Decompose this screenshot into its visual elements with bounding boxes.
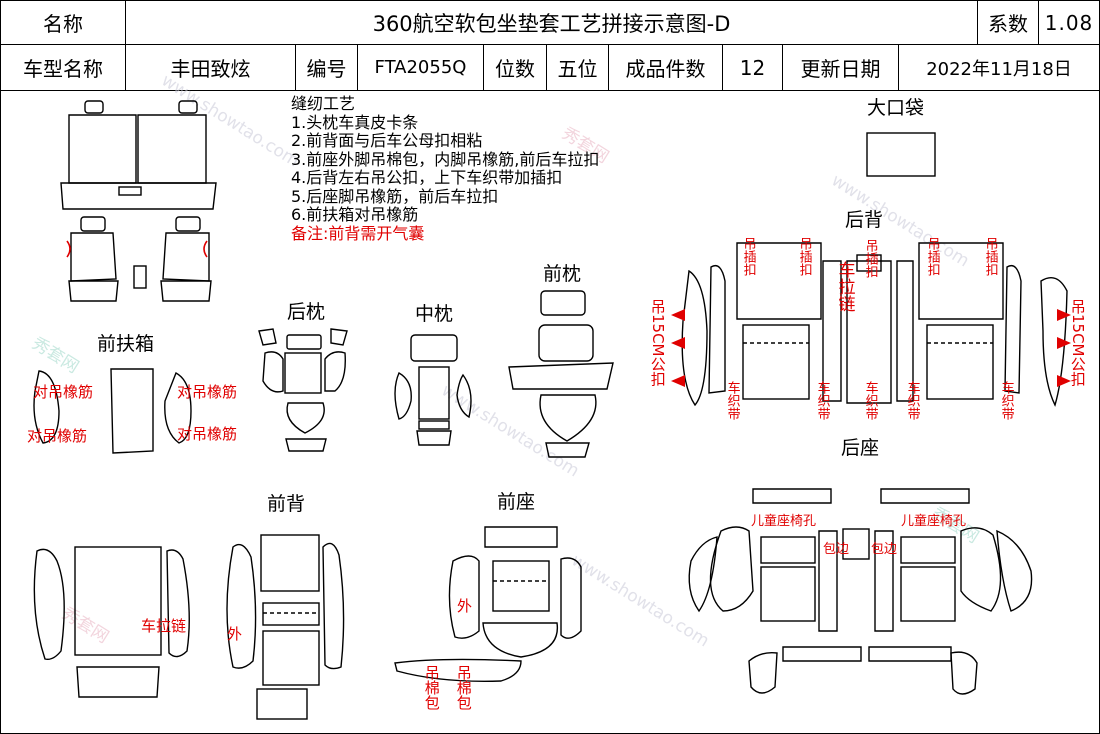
date-label: 更新日期: [783, 45, 899, 90]
rear-pillow-pieces: [258, 328, 348, 452]
note-hang-cotton: 吊棉包: [454, 665, 473, 710]
pieces-label: 成品件数: [609, 45, 723, 90]
note-hang-insert: 吊插扣: [740, 237, 756, 276]
label-rear-back: 后背: [845, 209, 884, 231]
note-pull-zipper: 车拉链: [834, 261, 855, 312]
pieces-value: 12: [723, 45, 783, 90]
craft-step: 3.前座外脚吊棉包，内脚吊橡筋,前后车拉扣: [291, 149, 600, 169]
sheet-title: 360航空软包坐垫套工艺拼接示意图-D: [126, 1, 978, 44]
label-front-seat: 前座: [497, 491, 536, 513]
note-webbing: 车织带: [814, 381, 830, 420]
front-seat-pieces: [394, 526, 582, 682]
coef-label: 系数: [978, 1, 1039, 44]
front-armrest-pieces: [33, 368, 192, 454]
note-male-buckle: 吊15CM公扣: [1068, 299, 1087, 387]
rear-back-pieces: [681, 242, 1068, 407]
label-big-pocket: 大口袋: [867, 97, 925, 119]
sewing-process: 缝纫工艺 1.头枕车真皮卡条 2.前背面与后车公母扣相粘 3.前座外脚吊棉包，内…: [291, 94, 600, 243]
pattern-drawing: [33, 100, 1071, 720]
rear-seat-pieces: [688, 488, 1033, 695]
date-value: 2022年11月18日: [926, 58, 1072, 80]
note-elastic: 对吊橡筋: [177, 383, 238, 401]
note-hang-insert: 吊插扣: [924, 237, 940, 276]
seats-value: 五位: [547, 45, 609, 90]
arrow-marks: [671, 309, 1071, 387]
header-row-1: 名称 360航空软包坐垫套工艺拼接示意图-D 系数 1.08: [1, 1, 1099, 45]
header-row-2: 车型名称 丰田致炫 编号 FTA2055Q 位数 五位 成品件数 12 更新日期…: [1, 45, 1099, 91]
seats-label: 位数: [484, 45, 547, 90]
coef-value: 1.08: [1044, 10, 1094, 35]
front-back-pieces: [33, 534, 345, 720]
craft-note: 备注:前背需开气囊: [291, 223, 425, 243]
note-elastic: 对吊橡筋: [177, 425, 238, 443]
note-elastic: 对吊橡筋: [33, 383, 94, 401]
note-webbing: 车织带: [904, 381, 920, 420]
note-outer: 外: [227, 625, 243, 643]
note-child-seat-hole: 儿童座椅孔: [751, 514, 817, 529]
code-label: 编号: [296, 45, 358, 90]
note-outer: 外: [457, 597, 473, 615]
craft-step: 5.后座脚吊橡筋，前后车拉扣: [291, 186, 499, 206]
note-elastic: 对吊橡筋: [27, 427, 88, 445]
note-edge-wrap: 包边: [871, 542, 898, 557]
note-male-buckle: 吊15CM公扣: [648, 299, 667, 387]
note-hang-insert: 吊插扣: [862, 239, 878, 278]
big-pocket-piece: [866, 132, 936, 177]
note-hang-insert: 吊插扣: [796, 237, 812, 276]
label-middle-pillow: 中枕: [415, 303, 454, 325]
label-front-back: 前背: [267, 493, 306, 515]
craft-step: 6.前扶箱对吊橡筋: [291, 205, 419, 224]
model-value: 丰田致炫: [126, 45, 296, 90]
note-child-seat-hole: 儿童座椅孔: [901, 514, 967, 529]
note-webbing: 车织带: [724, 381, 740, 420]
code-value: FTA2055Q: [358, 45, 484, 90]
label-front-armrest: 前扶箱: [97, 333, 155, 355]
note-webbing: 车织带: [998, 381, 1014, 420]
model-label: 车型名称: [1, 45, 126, 90]
pattern-area: www.showtao.com 秀套网 www.showtao.com 秀套网 …: [1, 71, 1099, 733]
craft-step: 2.前背面与后车公母扣相粘: [291, 131, 483, 150]
craft-step: 4.后背左右吊公扣，上下车织带加插扣: [291, 168, 563, 187]
note-webbing: 车织带: [862, 381, 878, 420]
note-zipper: 车拉链: [141, 617, 187, 635]
label-rear-pillow: 后枕: [287, 301, 326, 323]
label-front-pillow: 前枕: [543, 263, 582, 285]
note-hang-cotton: 吊棉包: [422, 665, 441, 710]
name-label: 名称: [1, 1, 126, 44]
note-edge-wrap: 包边: [823, 542, 850, 557]
seat-overview: [60, 100, 217, 302]
label-rear-seat: 后座: [841, 437, 880, 459]
note-hang-insert: 吊插扣: [982, 237, 998, 276]
craft-step: 1.头枕车真皮卡条: [291, 112, 419, 132]
craft-title: 缝纫工艺: [291, 94, 356, 113]
front-pillow-pieces: [508, 290, 614, 458]
middle-pillow-pieces: [394, 334, 472, 446]
